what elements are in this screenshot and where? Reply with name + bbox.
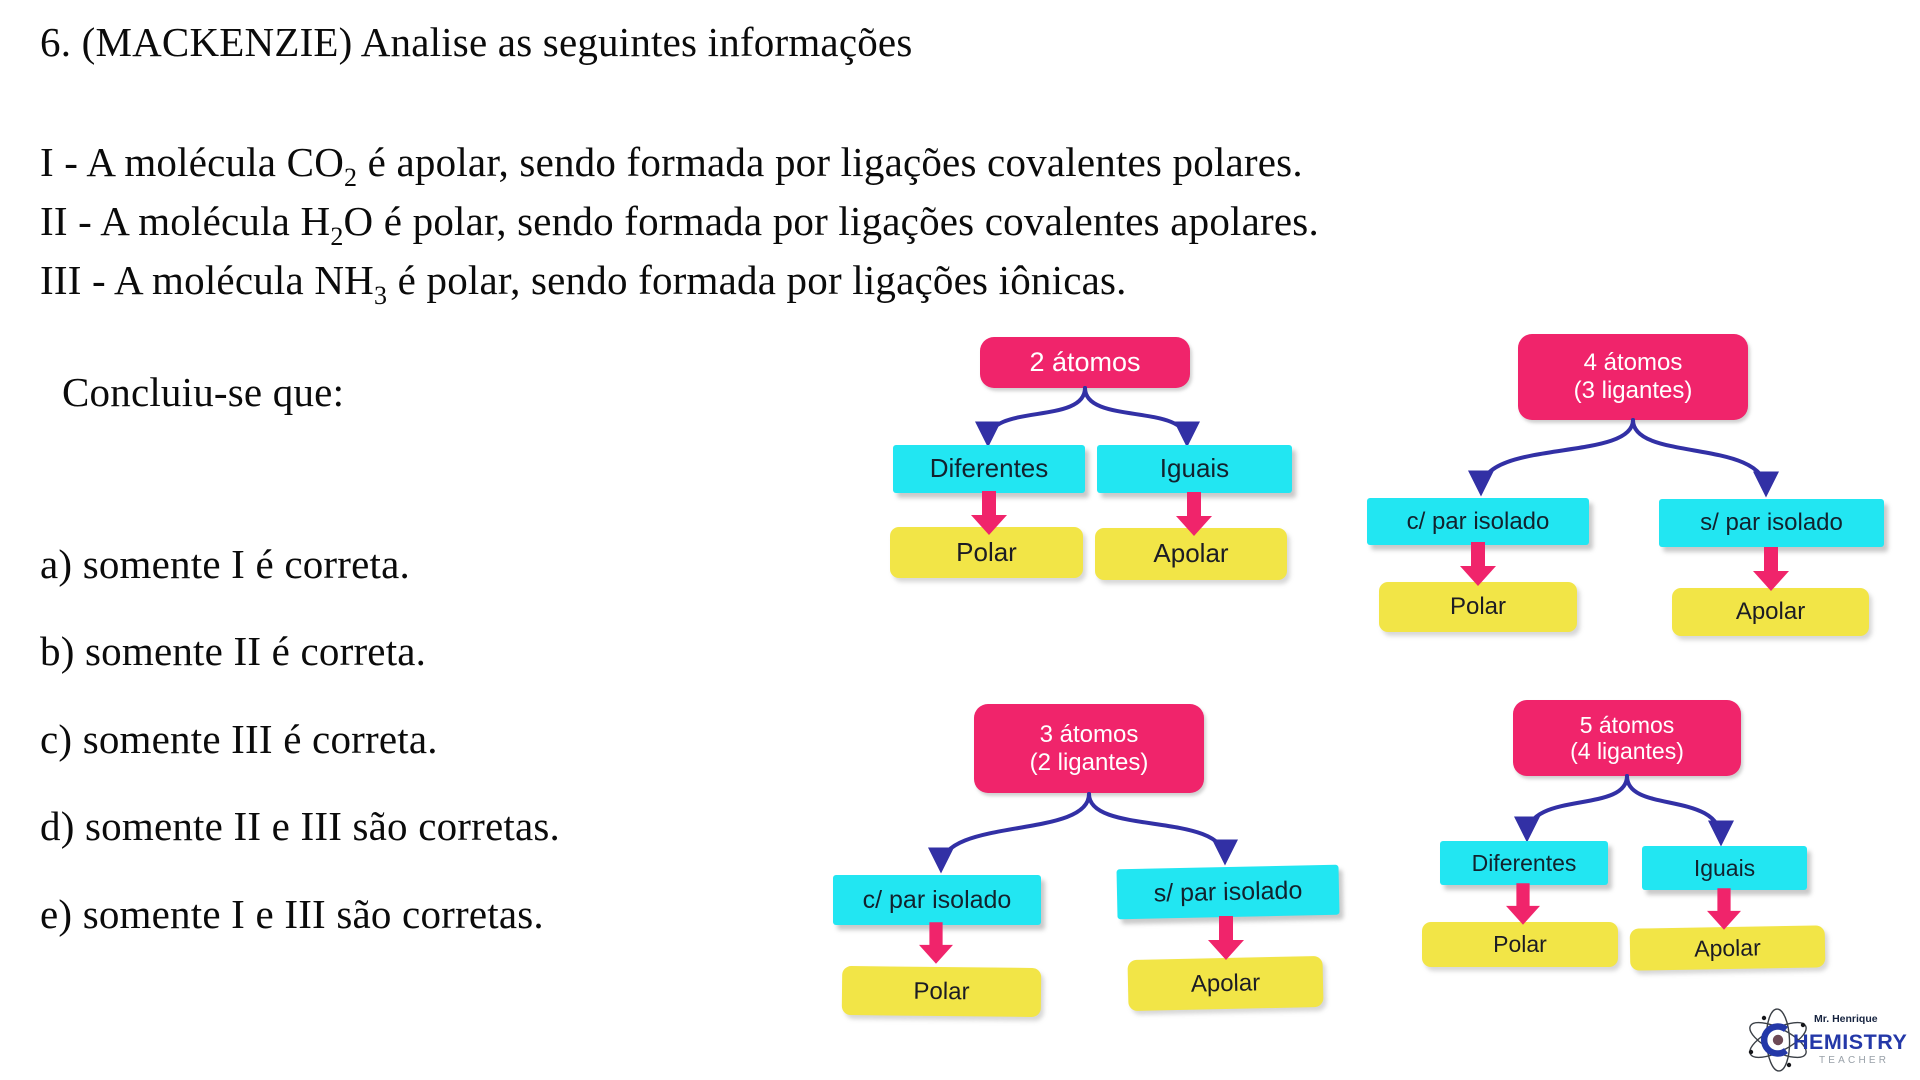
branch-arrows — [928, 792, 1238, 874]
result-node-apolar: Apolar — [1127, 955, 1324, 1012]
statement-2-rest: é polar, sendo formada por ligações cova… — [373, 198, 1319, 244]
statement-3-prefix: III - A molécula — [40, 257, 315, 303]
question-title: 6. (MACKENZIE) Analise as seguintes info… — [40, 19, 913, 65]
chemistry-wordmark: HEMISTRY — [1793, 1030, 1907, 1054]
logo-name-text: Mr. Henrique — [1814, 1013, 1878, 1025]
flowchart-2-atoms: 2 átomos Diferentes Iguais Polar Apolar — [880, 335, 1300, 591]
atom-icon — [1748, 1008, 1807, 1072]
branch-label: s/ par isolado — [1700, 509, 1843, 537]
result-node-polar: Polar — [1422, 922, 1618, 967]
option-b: b) somente II é correta. — [40, 628, 427, 674]
branch-node-c-par-isolado: c/ par isolado — [833, 875, 1041, 925]
result-label: Apolar — [1694, 934, 1761, 962]
result-label: Polar — [956, 536, 1017, 567]
branch-label: Diferentes — [929, 453, 1049, 484]
result-node-polar: Polar — [890, 527, 1083, 578]
root-label-line2: (2 ligantes) — [1029, 748, 1149, 776]
branch-label: c/ par isolado — [1406, 507, 1550, 535]
root-node-2-atoms: 2 átomos — [980, 337, 1190, 388]
result-node-apolar: Apolar — [1629, 925, 1826, 971]
result-node-polar: Polar — [1379, 582, 1577, 632]
flowchart-5-atoms: 5 átomos (4 ligantes) Diferentes Iguais … — [1400, 690, 1920, 990]
statement-2: II - A molécula H2O é polar, sendo forma… — [40, 197, 1319, 250]
branch-node-diferentes: Diferentes — [1440, 841, 1608, 885]
branch-label: Iguais — [1693, 854, 1756, 881]
option-d: d) somente II e III são corretas. — [40, 803, 561, 849]
result-label: Apolar — [1190, 968, 1261, 998]
conclusion-label: Concluiu-se que: — [62, 369, 345, 415]
root-label-line2: (3 ligantes) — [1573, 377, 1693, 404]
statement-2-subscript: 2 — [330, 222, 344, 251]
result-label: Polar — [913, 977, 970, 1005]
statement-1-subscript: 2 — [344, 163, 358, 192]
statement-3: III - A molécula NH3 é polar, sendo form… — [40, 256, 1127, 309]
c-ring-icon — [1760, 1023, 1788, 1057]
down-arrow-icon — [1460, 542, 1496, 586]
statement-1-formula: CO — [286, 139, 345, 185]
branch-arrows — [1514, 774, 1734, 847]
result-label: Apolar — [1153, 538, 1229, 569]
logo-teacher-text: TEACHER — [1819, 1055, 1889, 1066]
down-arrow-icon — [1208, 916, 1244, 960]
result-node-apolar: Apolar — [1672, 588, 1869, 636]
down-arrow-icon — [1753, 547, 1789, 591]
statement-2-prefix: II - A molécula — [40, 198, 301, 244]
option-c: c) somente III é correta. — [40, 716, 438, 762]
result-node-apolar: Apolar — [1095, 528, 1287, 580]
branch-node-c-par-isolado: c/ par isolado — [1367, 498, 1589, 545]
chemistry-teacher-logo: Mr. Henrique HEMISTRY TEACHER — [1748, 1008, 1907, 1072]
statement-3-subscript: 3 — [374, 281, 388, 310]
statement-1: I - A molécula CO2 é apolar, sendo forma… — [40, 138, 1303, 191]
branch-arrows — [1468, 418, 1779, 498]
branch-label: Iguais — [1159, 453, 1230, 484]
root-label: 2 átomos — [1029, 346, 1141, 377]
statement-2-formula: H — [300, 198, 331, 244]
flowchart-3-atoms: 3 átomos (2 ligantes) c/ par isolado s/ … — [820, 690, 1360, 1030]
root-node-4-atoms: 4 átomos (3 ligantes) — [1518, 334, 1748, 420]
branch-label: s/ par isolado — [1153, 876, 1303, 908]
statement-2-formula2: O — [343, 198, 374, 244]
option-a: a) somente I é correta. — [40, 541, 410, 587]
branch-label: Diferentes — [1471, 849, 1577, 876]
statement-1-rest: é apolar, sendo formada por ligações cov… — [357, 139, 1303, 185]
statement-3-rest: é polar, sendo formada por ligações iôni… — [387, 257, 1127, 303]
result-label: Polar — [1449, 593, 1507, 621]
branch-node-diferentes: Diferentes — [893, 445, 1085, 493]
branch-arrows — [975, 386, 1200, 448]
result-node-polar: Polar — [841, 965, 1042, 1018]
root-label-line1: 3 átomos — [1039, 720, 1139, 748]
root-label-line1: 5 átomos — [1579, 711, 1675, 738]
down-arrow-icon — [1707, 888, 1741, 930]
flowchart-4-atoms: 4 átomos (3 ligantes) c/ par isolado s/ … — [1360, 330, 1900, 642]
result-label: Polar — [1493, 931, 1547, 958]
down-arrow-icon — [919, 922, 953, 964]
root-node-3-atoms: 3 átomos (2 ligantes) — [974, 704, 1204, 793]
down-arrow-icon — [1506, 883, 1540, 925]
root-label-line2: (4 ligantes) — [1570, 738, 1684, 764]
nucleus-icon — [1772, 1034, 1784, 1046]
statement-1-prefix: I - A molécula — [40, 139, 287, 185]
root-label-line1: 4 átomos — [1583, 349, 1683, 377]
branch-node-s-par-isolado: s/ par isolado — [1116, 864, 1340, 920]
down-arrow-icon — [971, 491, 1007, 535]
branch-label: c/ par isolado — [862, 885, 1012, 914]
result-label: Apolar — [1735, 598, 1806, 626]
branch-node-s-par-isolado: s/ par isolado — [1659, 499, 1884, 547]
branch-node-iguais: Iguais — [1097, 445, 1292, 493]
option-e: e) somente I e III são corretas. — [40, 891, 544, 937]
branch-node-iguais: Iguais — [1642, 846, 1807, 890]
statement-3-formula: NH — [314, 257, 374, 303]
root-node-5-atoms: 5 átomos (4 ligantes) — [1513, 700, 1741, 776]
down-arrow-icon — [1176, 492, 1212, 536]
